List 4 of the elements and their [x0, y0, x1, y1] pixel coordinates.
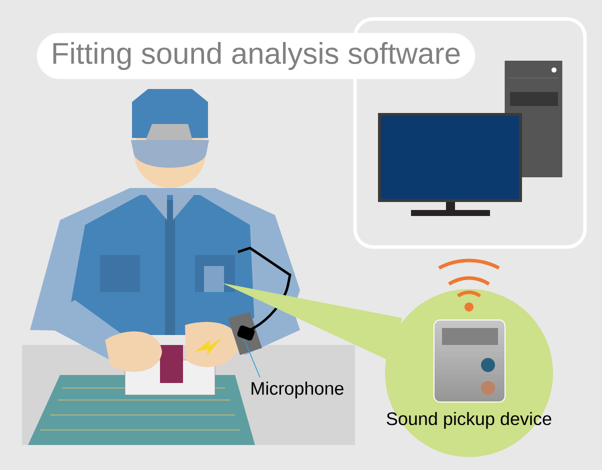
leader-line [243, 338, 260, 378]
microphone [237, 325, 255, 341]
title-pill: Fitting sound analysis software [36, 33, 476, 79]
callout-text: Microphone [252, 382, 344, 398]
